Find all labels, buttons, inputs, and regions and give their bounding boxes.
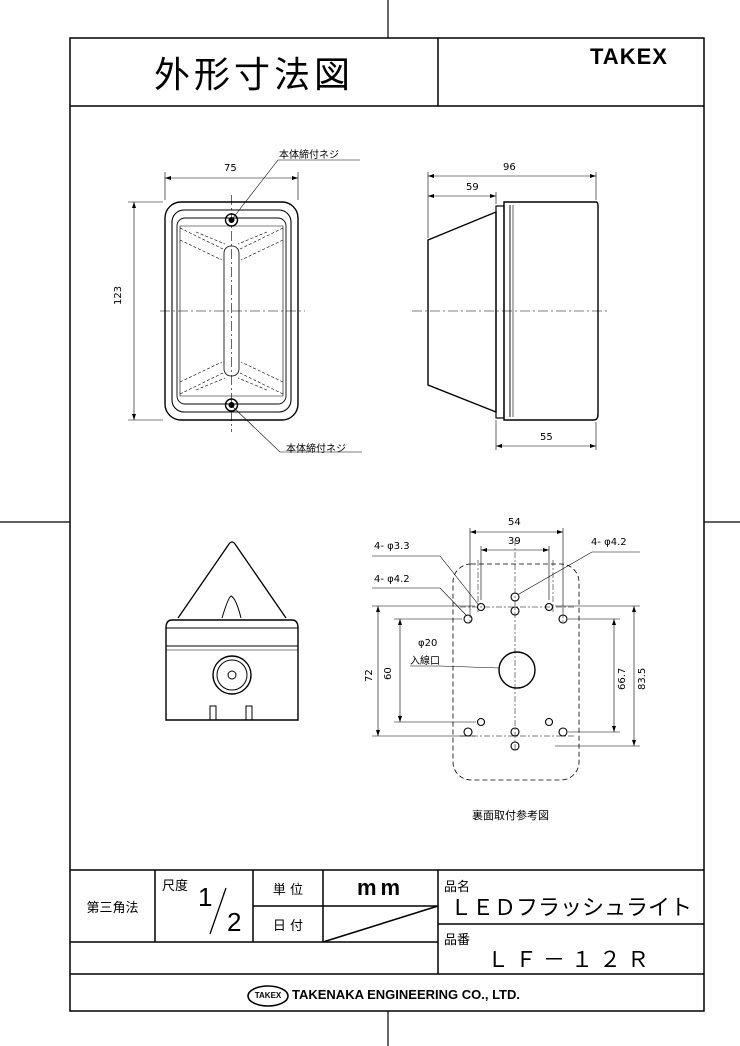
- scale-label: 尺度: [162, 879, 189, 894]
- side-view: [412, 172, 610, 450]
- company-name: TAKENAKA ENGINEERING CO., LTD.: [292, 987, 520, 1002]
- screw-label-top: 本体締付ネジ: [279, 150, 339, 161]
- date-label: 日 付: [272, 918, 304, 934]
- side-total-dim: 96: [503, 162, 516, 173]
- rear-dim-54: 54: [508, 517, 521, 528]
- rear-dim-60: 60: [383, 667, 394, 680]
- side-base-dim: 55: [540, 432, 553, 443]
- rear-mounting-view: [372, 528, 640, 781]
- page-title: 外形寸法図: [153, 55, 354, 96]
- front-view: [128, 159, 362, 453]
- inlet-diameter: φ20: [418, 638, 438, 649]
- scale-numerator: 1: [198, 882, 213, 912]
- screw-label-bottom: 本体締付ネジ: [286, 444, 346, 455]
- product-name-label: 品名: [444, 880, 471, 895]
- angle-method: 第三角法: [86, 900, 139, 916]
- unit-label: 単 位: [272, 882, 304, 898]
- company-logo-text: TAKEX: [254, 991, 282, 1000]
- rear-dim-72: 72: [364, 669, 375, 682]
- drawing-frame: [69, 37, 705, 1012]
- hole-33-label: 4- φ3.3: [374, 541, 410, 552]
- rear-dim-667: 66.7: [617, 667, 628, 690]
- rear-dim-835: 83.5: [637, 667, 648, 690]
- scale-denominator: 2: [227, 907, 242, 937]
- inlet-label: 入線口: [410, 656, 440, 667]
- unit-value: mm: [356, 875, 405, 900]
- rear-dim-39: 39: [508, 536, 521, 547]
- hole-42-left-label: 4- φ4.2: [374, 574, 410, 585]
- front-height-dim: 123: [113, 285, 124, 305]
- product-no-label: 品番: [444, 933, 471, 948]
- brand-logo: TAKEX: [590, 44, 668, 69]
- product-name: ＬＥＤフラッシュライト: [449, 896, 692, 921]
- product-no: ＬＦ－１２Ｒ: [486, 948, 655, 973]
- side-upper-dim: 59: [466, 182, 479, 193]
- scale-slash: [209, 887, 227, 935]
- front-width-dim: 75: [224, 163, 237, 174]
- rear-caption: 裏面取付参考図: [472, 809, 549, 822]
- company-logo-oval: [247, 985, 289, 1007]
- hole-42-right-label: 4- φ4.2: [591, 537, 627, 548]
- bottom-view: [165, 541, 299, 721]
